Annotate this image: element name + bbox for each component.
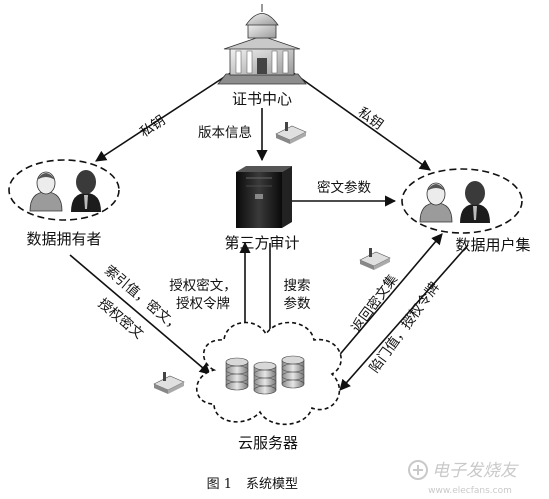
watermark-logo: 电子发烧友 www.elecfans.com bbox=[408, 460, 519, 496]
disk-stack-icon bbox=[281, 355, 305, 389]
arrow-owner-to-cloud bbox=[69, 254, 211, 375]
arrow-ca-to-users bbox=[291, 71, 431, 171]
edge-label-version-info: 版本信息 bbox=[198, 124, 252, 141]
edge-label-private-key-right: 私钥 bbox=[355, 104, 386, 133]
owner-label: 数据拥有者 bbox=[26, 230, 101, 248]
owner-dashed-ellipse bbox=[8, 159, 120, 221]
person-light-icon bbox=[419, 182, 453, 223]
person-dark-icon bbox=[460, 181, 490, 223]
arrow-users-to-cloud bbox=[339, 244, 469, 391]
users-label: 数据用户集 bbox=[455, 236, 530, 254]
ca-building-icon bbox=[217, 4, 307, 85]
person-light-icon bbox=[29, 171, 63, 212]
edge-label-cipher-params: 密文参数 bbox=[317, 179, 371, 196]
document-bundle-icon bbox=[275, 122, 307, 144]
arrow-ca-to-owner bbox=[95, 71, 233, 162]
edge-label-cloud-to-users: 返回密文集 bbox=[348, 271, 402, 336]
person-dark-icon bbox=[71, 170, 101, 212]
edge-label-owner-to-cloud-line1: 索引值，密文， bbox=[101, 262, 184, 336]
document-bundle-icon bbox=[359, 248, 391, 270]
document-bundle-icon bbox=[153, 372, 185, 394]
watermark-text: 电子发烧友 bbox=[432, 461, 519, 481]
disk-stack-icon bbox=[225, 357, 249, 391]
users-dashed-ellipse bbox=[401, 168, 523, 234]
disk-stack-icon bbox=[253, 361, 277, 395]
figure-number: 图 1 bbox=[207, 477, 232, 492]
cloud-label: 云服务器 bbox=[238, 434, 298, 452]
auditor-label: 第三方审计 bbox=[224, 234, 299, 252]
users-group bbox=[401, 168, 523, 234]
figure-title: 系统模型 bbox=[246, 477, 298, 492]
cloud-icon bbox=[196, 321, 342, 426]
watermark-url: www.elecfans.com bbox=[428, 486, 512, 496]
arrow-cloud-to-users bbox=[324, 233, 443, 373]
ca-label: 证书中心 bbox=[232, 90, 292, 108]
edge-label-cloud-to-auditor-line2: 授权令牌 bbox=[176, 295, 230, 312]
edge-label-cloud-to-auditor-line1: 授权密文， bbox=[169, 277, 237, 294]
auditor-server-icon bbox=[236, 166, 292, 228]
edge-label-auditor-to-cloud-line1: 搜索 bbox=[284, 278, 311, 294]
edge-label-auditor-to-cloud-line2: 参数 bbox=[284, 295, 311, 312]
owner-group bbox=[8, 159, 120, 221]
